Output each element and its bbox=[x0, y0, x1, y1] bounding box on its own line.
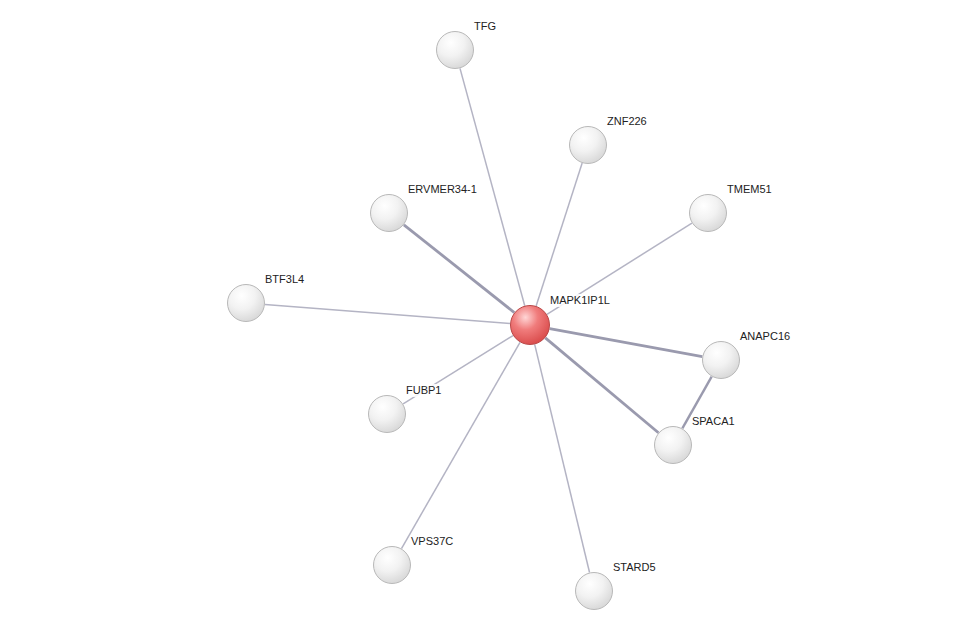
interaction-edge bbox=[545, 338, 658, 433]
interaction-edge bbox=[536, 163, 582, 306]
protein-label: VPS37C bbox=[410, 535, 454, 548]
protein-label: MAPK1IP1L bbox=[549, 294, 611, 307]
protein-label: ERVMER34-1 bbox=[407, 183, 478, 196]
protein-label: ANAPC16 bbox=[739, 330, 791, 343]
protein-label: TMEM51 bbox=[726, 183, 773, 196]
interaction-edge bbox=[401, 342, 520, 548]
protein-label: TFG bbox=[473, 20, 497, 33]
interaction-edge bbox=[535, 344, 590, 572]
interaction-edge bbox=[403, 336, 513, 404]
protein-label: ZNF226 bbox=[606, 115, 648, 128]
protein-node: TMEM51 bbox=[689, 194, 727, 232]
query-protein-node: MAPK1IP1L bbox=[510, 305, 550, 345]
protein-node: FUBP1 bbox=[368, 395, 406, 433]
protein-label: STARD5 bbox=[612, 561, 657, 574]
protein-node: SPACA1 bbox=[654, 426, 692, 464]
protein-label: BTF3L4 bbox=[264, 273, 305, 286]
protein-node: BTF3L4 bbox=[227, 284, 265, 322]
protein-node: TFG bbox=[436, 31, 474, 69]
interaction-edge bbox=[547, 223, 692, 314]
interaction-edge bbox=[404, 225, 514, 313]
protein-label: SPACA1 bbox=[691, 415, 736, 428]
interaction-edge bbox=[550, 329, 703, 357]
protein-node: ZNF226 bbox=[569, 126, 607, 164]
protein-node: ANAPC16 bbox=[702, 341, 740, 379]
protein-node: VPS37C bbox=[373, 546, 411, 584]
interaction-edge bbox=[265, 304, 510, 323]
protein-node: ERVMER34-1 bbox=[370, 194, 408, 232]
protein-label: FUBP1 bbox=[405, 384, 442, 397]
protein-node: STARD5 bbox=[575, 572, 613, 610]
